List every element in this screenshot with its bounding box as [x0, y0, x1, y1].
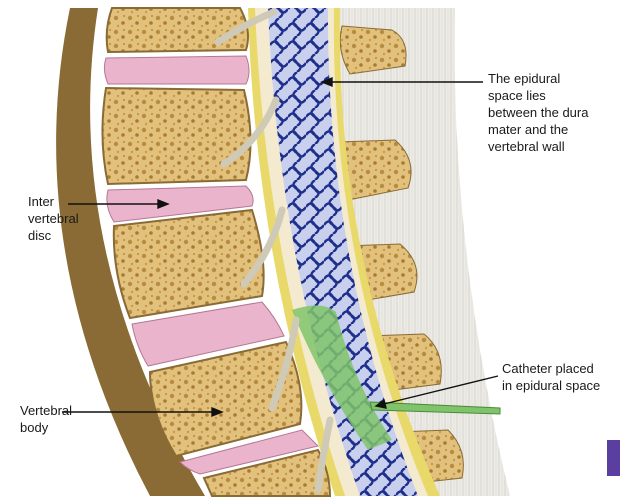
intervertebral-disc-label: Inter vertebral disc: [28, 193, 108, 244]
disc: [104, 56, 249, 84]
epidural-space-label: The epidural space lies between the dura…: [488, 70, 616, 155]
catheter-label: Catheter placed in epidural space: [502, 360, 618, 394]
vertebral-body: [114, 210, 264, 318]
corner-accent-mark: [607, 440, 620, 476]
vertebral-body: [102, 88, 250, 184]
vertebral-body: [107, 8, 248, 52]
vertebral-body-label: Vertebral body: [20, 402, 100, 436]
spinous-process: [340, 26, 406, 74]
